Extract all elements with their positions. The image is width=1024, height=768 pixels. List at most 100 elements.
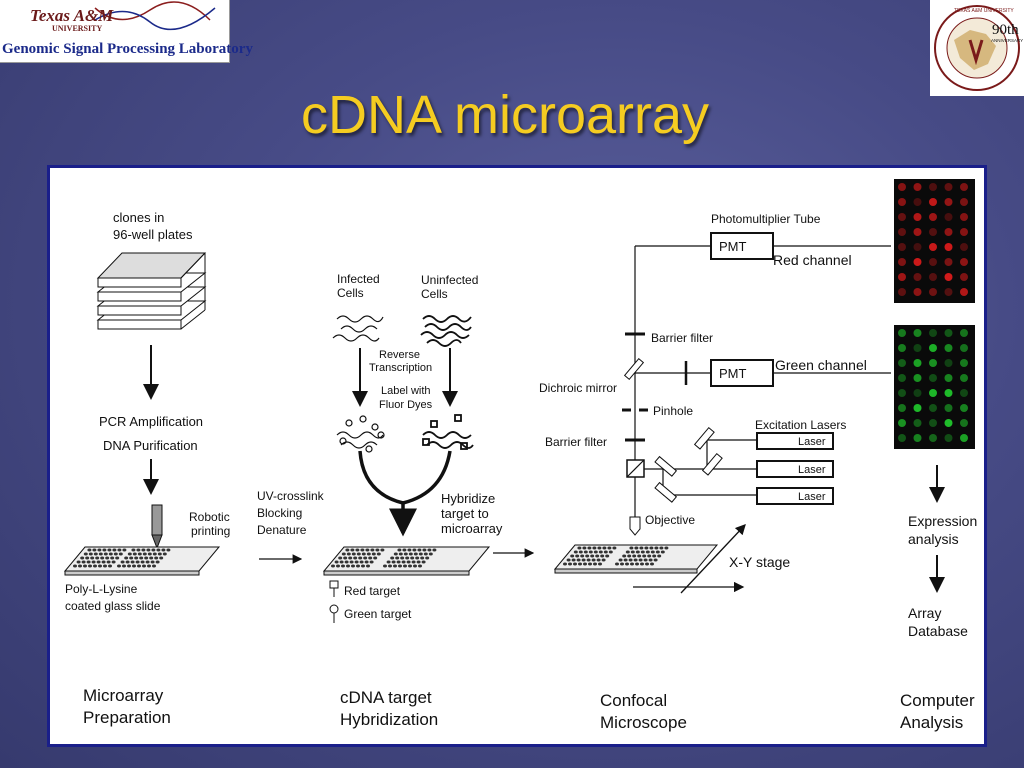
printed-spot <box>166 548 171 552</box>
printed-spot <box>645 562 649 566</box>
section-4-title-1: Computer <box>900 691 975 710</box>
objective-label: Objective <box>645 513 695 527</box>
printed-spot <box>118 552 123 556</box>
scan-spot <box>913 183 922 191</box>
printed-spot <box>156 548 161 552</box>
pmt-green-box <box>710 359 774 387</box>
printed-spot <box>625 550 630 554</box>
printed-spot <box>590 554 595 558</box>
scan-spot <box>929 183 937 191</box>
printed-spot <box>105 556 110 560</box>
printed-spot <box>418 564 422 568</box>
scan-spot <box>944 213 953 221</box>
scan-spot <box>929 374 937 382</box>
scan-spot <box>929 273 937 281</box>
printed-spot <box>341 552 346 556</box>
printed-spot <box>106 560 111 564</box>
anniversary-seal-logo: 90th ANNIVERSARY TEXAS A&M UNIVERSITY <box>930 0 1024 96</box>
printed-spot <box>633 558 638 562</box>
labeled-cdna-red <box>336 415 385 453</box>
diagram-panel: clones in 96-well plates PCR Amplificati… <box>47 165 987 747</box>
printed-spot <box>349 560 354 564</box>
printed-spot <box>386 560 391 564</box>
scan-spot <box>898 344 906 352</box>
poly-label-2: coated glass slide <box>65 599 161 613</box>
printed-spot <box>141 548 146 552</box>
printed-spot <box>98 564 102 568</box>
printed-spot <box>85 556 90 560</box>
printed-spot <box>660 550 665 554</box>
printed-spot <box>144 556 149 560</box>
labeled-cdna-green <box>422 414 474 450</box>
printed-spot <box>602 546 607 550</box>
scan-spot <box>929 198 937 206</box>
array-label-2: Database <box>908 623 968 639</box>
page-title: cDNA microarray <box>300 85 710 145</box>
laser-mirror-2 <box>701 452 723 476</box>
printed-spot <box>380 548 385 552</box>
printed-spot <box>388 564 392 568</box>
printed-spot <box>87 548 92 552</box>
scan-spot <box>898 434 906 442</box>
printed-spot <box>644 546 649 550</box>
scan-spot <box>898 243 906 251</box>
printed-spot <box>605 554 610 558</box>
printed-spot <box>142 552 147 556</box>
printed-spot <box>413 552 418 556</box>
printed-spot <box>411 560 416 564</box>
printed-spot <box>152 564 156 568</box>
printed-spot <box>432 548 437 552</box>
printed-spot <box>107 548 112 552</box>
printed-spot <box>592 546 597 550</box>
printed-spot <box>370 548 375 552</box>
printed-spot <box>618 558 623 562</box>
printed-spot <box>78 564 82 568</box>
printed-spot <box>83 552 88 556</box>
printed-spot <box>343 556 348 560</box>
printed-spot <box>570 554 575 558</box>
scan-spot <box>913 258 922 266</box>
laser-1-box <box>756 432 834 450</box>
infected-label-1: Infected <box>337 272 380 286</box>
pmt-red-label: PMT <box>719 239 747 254</box>
scan-spot <box>960 344 968 352</box>
scan-spot <box>960 273 968 281</box>
printed-spot <box>637 554 642 558</box>
section-4-title-2: Analysis <box>900 713 963 732</box>
printed-spot <box>576 558 581 562</box>
printed-spot <box>97 548 102 552</box>
hybridize-label-1: Hybridize <box>441 491 495 506</box>
printed-spot <box>110 556 115 560</box>
printed-spot <box>88 564 92 568</box>
printed-spot <box>361 552 366 556</box>
scan-spot <box>913 243 922 251</box>
printed-spot <box>355 548 360 552</box>
printed-spot <box>608 550 613 554</box>
printed-spot <box>635 550 640 554</box>
excitation-label: Excitation Lasers <box>755 418 846 432</box>
printed-spot <box>647 554 652 558</box>
dichroic-label: Dichroic mirror <box>539 381 617 395</box>
printed-spot <box>122 564 126 568</box>
scan-spot <box>898 228 906 236</box>
slide-1-spots <box>73 548 171 568</box>
printed-spot <box>588 550 593 554</box>
scan-spot <box>898 389 906 397</box>
green-target-label: Green target <box>344 607 412 621</box>
printed-spot <box>407 548 412 552</box>
printed-spot <box>615 562 619 566</box>
printed-spot <box>629 546 634 550</box>
glass-slide-2 <box>322 546 491 576</box>
printed-spot <box>415 556 420 560</box>
printed-spot <box>112 548 117 552</box>
printed-spot <box>586 558 591 562</box>
robotic-label-2: printing <box>191 524 230 538</box>
printed-spot <box>113 552 118 556</box>
printed-spot <box>595 554 600 558</box>
printed-spot <box>398 552 403 556</box>
printed-spot <box>130 560 135 564</box>
printed-spot <box>134 556 139 560</box>
scan-spot <box>929 213 937 221</box>
printed-spot <box>137 564 141 568</box>
scan-spot <box>960 213 968 221</box>
